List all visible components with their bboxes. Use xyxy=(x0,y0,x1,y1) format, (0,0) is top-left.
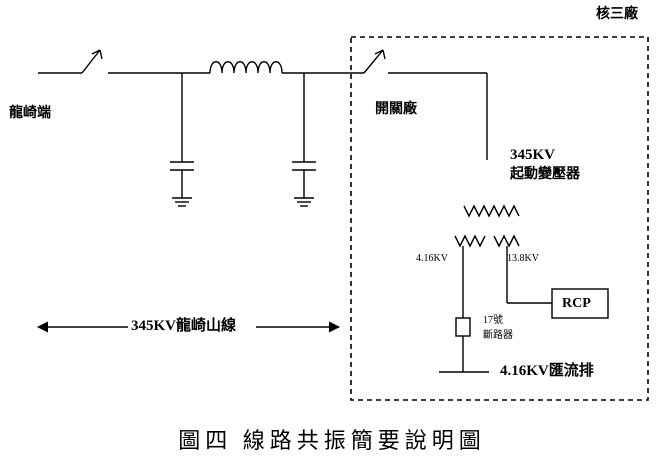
rcp-label: RCP xyxy=(562,296,591,311)
line-inductor-symbol xyxy=(209,61,283,74)
transformer-voltage-label: 345KV xyxy=(510,147,555,163)
transformer-primary-winding xyxy=(463,204,520,218)
switchyard-switch-symbol xyxy=(363,49,386,74)
transmission-line xyxy=(38,72,488,160)
longqi-end-label: 龍崎端 xyxy=(9,106,51,121)
shunt-capacitor-2 xyxy=(292,73,316,207)
plant-boundary xyxy=(350,36,649,401)
longqi-switch-symbol xyxy=(81,49,103,74)
switchyard-label: 開關廠 xyxy=(375,102,417,117)
breaker-name-label: 斷路器 xyxy=(483,330,513,341)
figure-caption: 圖四 線路共振簡要說明圖 xyxy=(178,428,486,453)
plant-name-label: 核三廠 xyxy=(596,7,638,22)
breaker-number-label: 17號 xyxy=(483,315,503,326)
line-name-label: 345KV龍崎山線 xyxy=(131,318,237,334)
transformer-name-label: 起動變壓器 xyxy=(510,167,580,182)
secondary-low-voltage-label: 4.16KV xyxy=(416,253,448,264)
breaker-17-symbol xyxy=(455,317,471,337)
shunt-capacitor-1 xyxy=(170,73,194,207)
rcp-box xyxy=(551,288,609,319)
transformer-secondary-winding-13-8kv xyxy=(493,234,520,248)
branch-13-8kv xyxy=(506,246,552,304)
secondary-high-voltage-label: 13.8KV xyxy=(507,253,539,264)
busbar-label: 4.16KV匯流排 xyxy=(500,363,594,379)
transformer-secondary-winding-4-16kv xyxy=(454,234,486,248)
